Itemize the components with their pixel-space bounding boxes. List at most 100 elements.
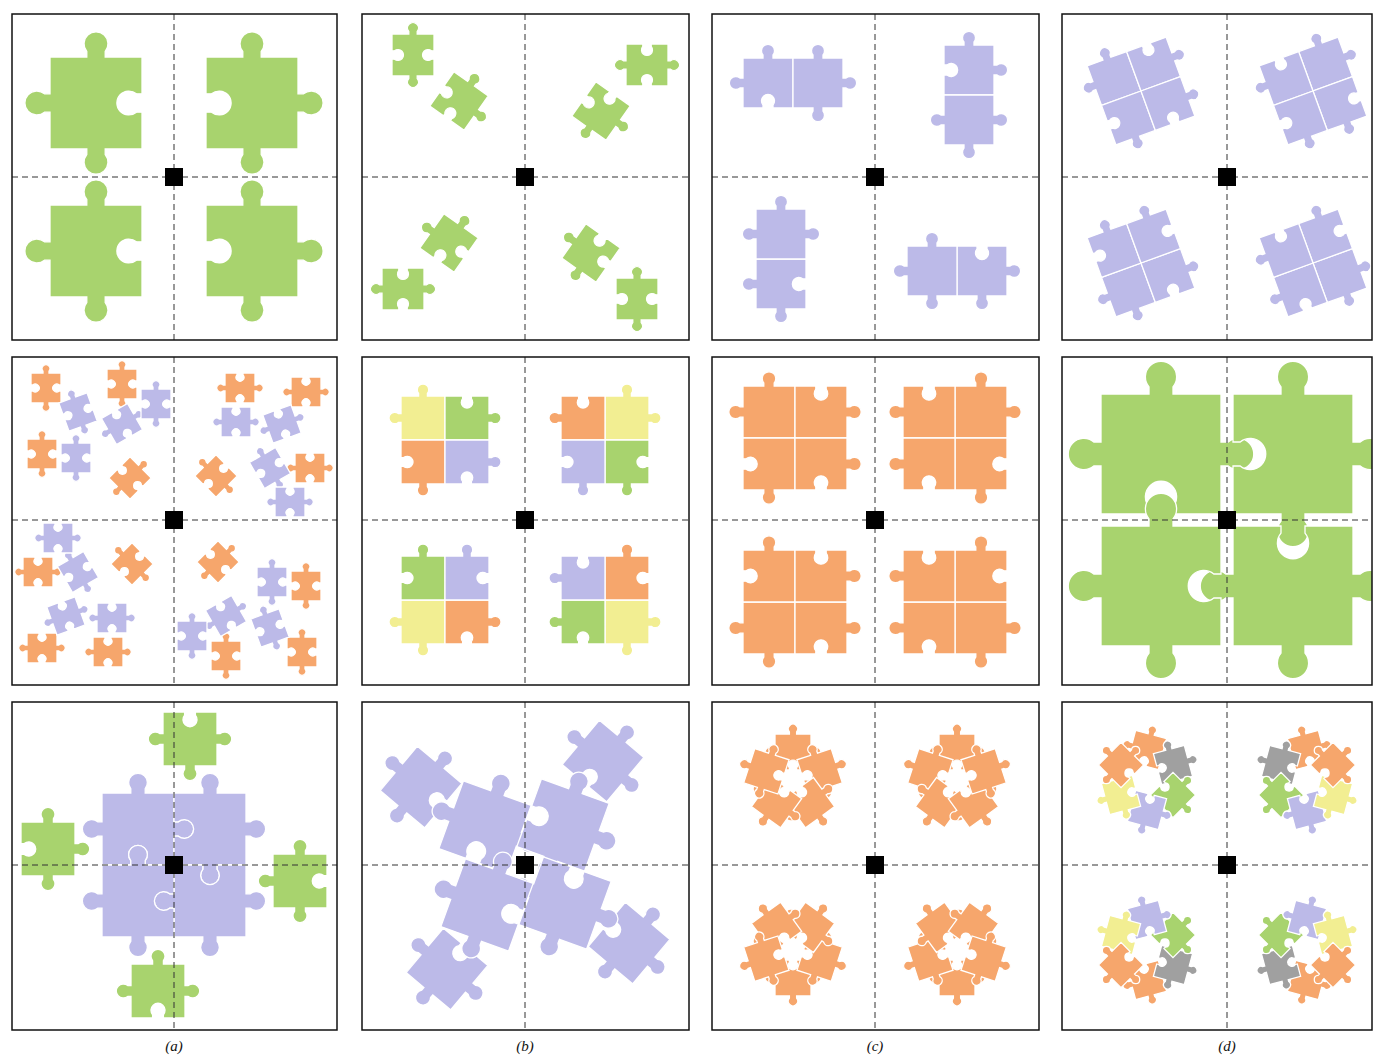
panel-letter: (d)	[1218, 1038, 1236, 1055]
puzzle-piece	[743, 536, 795, 602]
panel	[362, 357, 689, 685]
puzzle-piece	[410, 198, 484, 272]
rotation-center	[165, 168, 183, 186]
panel	[12, 702, 337, 1030]
puzzle-piece	[392, 23, 434, 88]
puzzle-piece	[401, 544, 445, 600]
puzzle-piece	[1141, 73, 1206, 131]
symmetry-copy	[731, 724, 854, 841]
panel-ground	[12, 702, 337, 1030]
symmetry-copy	[1248, 22, 1370, 155]
rotation-center	[866, 856, 884, 874]
puzzle-piece	[955, 602, 1021, 668]
puzzle-piece	[177, 613, 207, 659]
symmetry-copy	[25, 32, 142, 174]
pieces	[362, 702, 689, 1030]
symmetry-copy	[1200, 526, 1372, 679]
puzzle-piece	[615, 44, 680, 86]
panel-border	[712, 357, 1039, 685]
symmetry-copy	[27, 361, 171, 505]
puzzle-piece	[61, 435, 91, 481]
puzzle-piece	[389, 600, 445, 656]
puzzle-piece	[889, 602, 955, 654]
symmetry-copy	[729, 372, 861, 504]
puzzle-piece	[795, 602, 861, 654]
puzzle-piece	[25, 32, 142, 174]
puzzle-piece	[103, 451, 157, 505]
symmetry-copy	[371, 198, 485, 310]
symmetry-copy	[565, 44, 679, 156]
puzzle-piece	[283, 377, 329, 407]
puzzle-piece	[258, 839, 327, 922]
symmetry-copy	[893, 232, 1020, 309]
symmetry-copy	[389, 544, 501, 656]
symmetry-copy	[1233, 361, 1372, 547]
panel-border	[712, 702, 1039, 1030]
panel	[712, 702, 1039, 1030]
symmetry-copy	[362, 724, 556, 880]
puzzle-piece	[445, 440, 501, 484]
panel	[358, 698, 692, 1032]
puzzle-piece	[191, 535, 245, 589]
puzzle-piece	[549, 396, 605, 440]
panel-border	[1062, 702, 1372, 1030]
panel-ground	[362, 357, 689, 685]
panel-letter: (b)	[516, 1038, 534, 1055]
rotation-center	[1218, 856, 1236, 874]
panel-border	[12, 357, 337, 685]
puzzle-piece	[729, 602, 795, 668]
puzzle-piece	[1200, 526, 1372, 679]
puzzle-piece	[31, 365, 61, 411]
puzzle-piece	[889, 386, 955, 438]
puzzle-piece	[19, 633, 65, 663]
puzzle-piece	[944, 31, 1008, 95]
puzzle-piece	[21, 807, 90, 890]
puzzle-piece	[445, 544, 489, 600]
puzzle-piece	[255, 402, 309, 446]
puzzle-piece	[795, 386, 861, 438]
puzzle-piece	[616, 267, 658, 332]
panel	[362, 14, 689, 340]
symmetry-copy	[206, 180, 323, 322]
symmetry-copy	[1083, 198, 1205, 331]
puzzle-piece	[291, 563, 321, 609]
puzzle-piece	[1086, 730, 1150, 794]
symmetry-copy	[189, 373, 333, 517]
puzzle-piece	[605, 544, 649, 600]
puzzle-piece	[206, 32, 323, 174]
panel	[1062, 357, 1379, 685]
puzzle-piece	[957, 246, 1021, 310]
puzzle-piece	[1233, 361, 1372, 547]
symmetry-copy	[392, 23, 504, 137]
panel-border	[712, 14, 1039, 340]
symmetry-axis	[1062, 177, 1372, 178]
symmetry-copy	[889, 372, 1021, 504]
puzzle-piece	[605, 384, 661, 440]
puzzle-piece	[565, 82, 639, 156]
puzzle-piece	[89, 603, 135, 633]
puzzle-piece	[605, 440, 649, 496]
puzzle-piece	[371, 268, 436, 310]
panel-border	[1062, 357, 1372, 685]
puzzle-piece	[141, 381, 171, 427]
puzzle-piece	[1274, 91, 1332, 156]
puzzle-piece	[1086, 936, 1150, 1000]
panel-ground	[362, 14, 689, 340]
rotation-center	[1218, 168, 1236, 186]
puzzle-piece	[105, 537, 159, 591]
puzzle-piece	[605, 600, 661, 656]
symmetry-copy	[889, 536, 1021, 668]
symmetry-copy	[1248, 198, 1372, 320]
puzzle-piece	[795, 438, 861, 490]
symmetry-copy	[1086, 720, 1208, 841]
symmetry-copy	[389, 384, 501, 496]
symmetry-copy	[729, 536, 861, 668]
puzzle-piece	[930, 95, 1007, 159]
puzzle-piece	[955, 536, 1007, 602]
puzzle-piece	[893, 232, 957, 309]
puzzle-piece	[793, 44, 857, 121]
symmetry-copy	[1072, 33, 1205, 155]
panel-border	[362, 357, 689, 685]
puzzle-piece	[445, 600, 501, 644]
